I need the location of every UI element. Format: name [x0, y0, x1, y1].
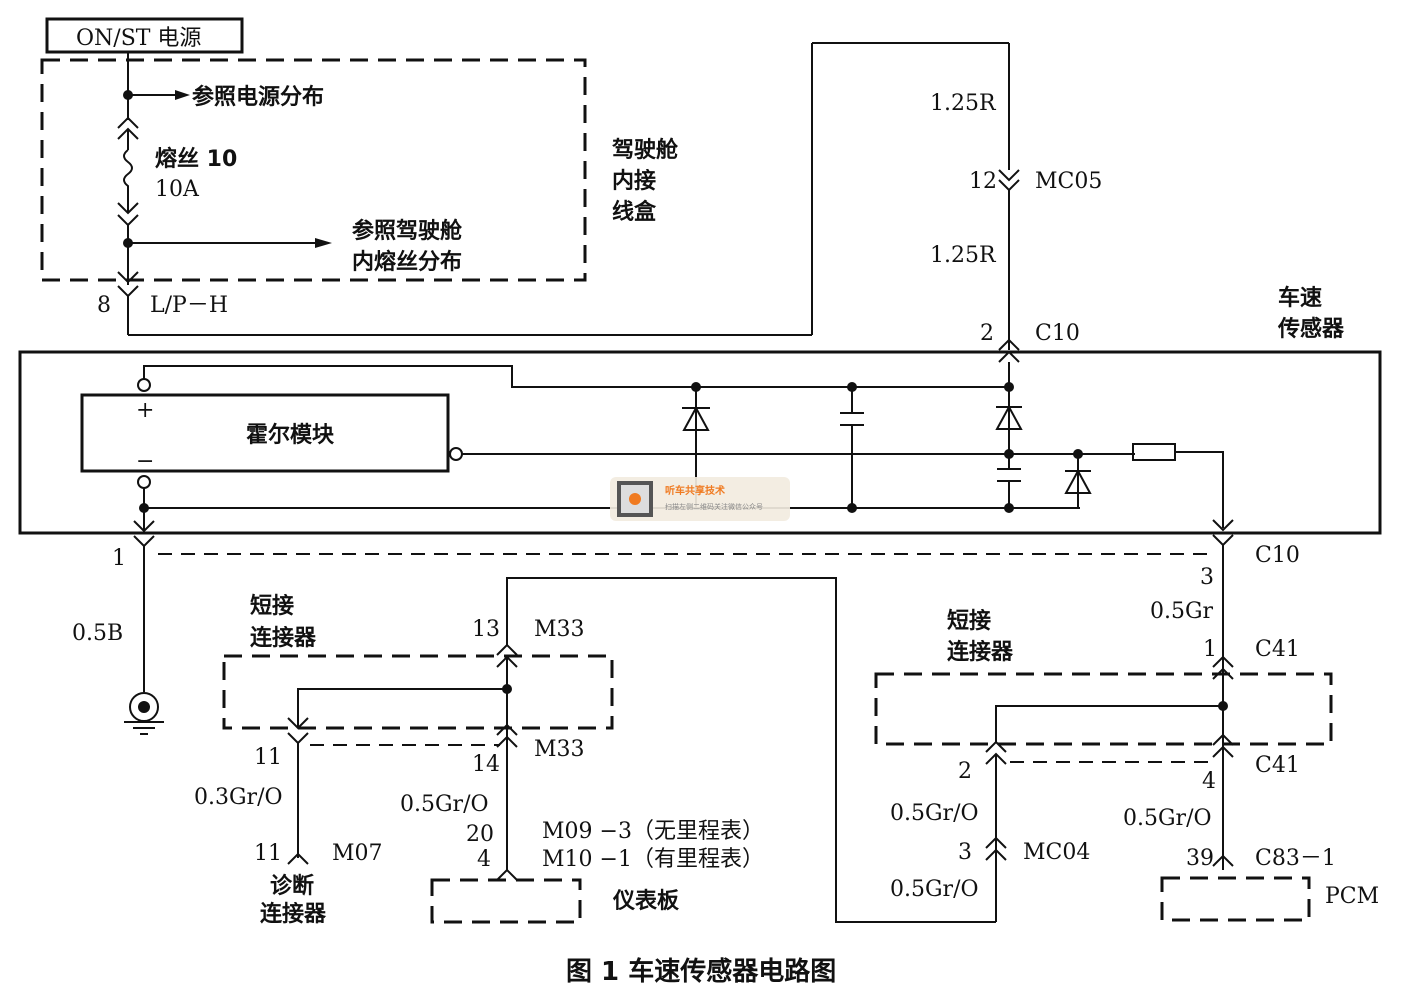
junction-box-label-3: 线盒 [612, 199, 657, 225]
capacitor-icon [840, 412, 864, 426]
ground-icon [124, 692, 164, 735]
diode-icon [995, 404, 1023, 430]
output-terminal [449, 447, 463, 461]
diode-icon [682, 405, 710, 431]
cluster-connector-b: M10 −1（有里程表） [542, 847, 764, 872]
arrow-icon [175, 90, 190, 100]
pcm-label: PCM [1325, 884, 1379, 909]
cluster-pin-a: 20 [466, 822, 494, 847]
power-source-label: ON/ST 电源 [76, 26, 201, 51]
c10-pin: 3 [1200, 565, 1214, 590]
left-branch-wire [287, 643, 518, 881]
ground-wire: 1 0.5B [72, 546, 1210, 735]
pcm-connector: C83－1 [1255, 846, 1336, 871]
plus-terminal [137, 378, 151, 392]
watermark-title: 听车共享技术 [665, 484, 725, 497]
short-connector-label-1: 短接 [947, 609, 991, 634]
wire-label: 0.3Gr/O [194, 785, 283, 810]
wire-label: 0.5Gr [1150, 599, 1214, 624]
c41-connector: C41 [1255, 637, 1300, 662]
c10-pin: 2 [980, 321, 994, 346]
wire-label: 0.5Gr/O [1123, 806, 1212, 831]
c41-pin: 1 [1203, 637, 1217, 662]
c41-connector: C41 [1255, 753, 1300, 778]
capacitor-icon [997, 468, 1021, 482]
short-connector-label-2: 连接器 [250, 625, 317, 651]
diag-connector-label-2: 连接器 [260, 901, 327, 927]
ground-wire-label: 0.5B [72, 621, 123, 646]
diag-connector: M07 [332, 841, 383, 866]
minus-terminal [137, 475, 151, 489]
junction-box-label-1: 驾驶舱 [612, 137, 679, 163]
resistor-icon [1132, 443, 1176, 461]
diag-connector-label-1: 诊断 [270, 873, 314, 899]
wire-label: 1.25R [930, 91, 997, 116]
fuse-icon [123, 149, 133, 194]
c41-pin: 4 [1202, 769, 1216, 794]
lph-pin: 8 [97, 293, 111, 318]
c10-connector: C10 [1035, 321, 1080, 346]
c41-branch-pin: 2 [958, 759, 972, 784]
m33-connector: M33 [534, 617, 585, 642]
diag-pin-top: 11 [254, 745, 282, 770]
lph-connector: L/P－H [150, 293, 228, 318]
wire-label: 1.25R [930, 243, 997, 268]
speed-sensor-box [18, 350, 1382, 535]
mc05-connector: MC05 [1035, 169, 1102, 194]
ref-power-distribution: 参照电源分布 [192, 84, 324, 110]
signal-short-connector-box [874, 672, 1333, 746]
feed-wire [117, 42, 1020, 363]
wire-label: 0.5Gr/O [890, 801, 979, 826]
power-source-box: ON/ST 电源 [45, 17, 244, 54]
left-short-connector-box [222, 654, 614, 730]
instrument-cluster-label: 仪表板 [612, 889, 680, 914]
figure-caption: 图 1 车速传感器电路图 [566, 956, 836, 987]
plus-terminal-label: + [136, 398, 154, 423]
cabin-junction-box [40, 58, 587, 282]
instrument-cluster-box [430, 878, 582, 924]
m33-pin: 14 [472, 752, 500, 777]
pcm-box [1160, 876, 1311, 922]
mc05-pin: 12 [969, 169, 997, 194]
wire-label: 0.5Gr/O [890, 877, 979, 902]
mc04-pin: 3 [958, 840, 972, 865]
fuse-name: 熔丝 10 [155, 146, 237, 172]
arrow-icon [315, 238, 332, 248]
wire-label: 0.5Gr/O [400, 792, 489, 817]
short-connector-label-2: 连接器 [947, 639, 1014, 665]
signal-wire [506, 545, 1234, 923]
ground-pin: 1 [112, 546, 126, 571]
sensor-label-1: 车速 [1278, 285, 1322, 311]
ref-cabin-fuse-line1: 参照驾驶舱 [352, 218, 463, 244]
sensor-label-2: 传感器 [1277, 316, 1345, 342]
cluster-connector-a: M09 −3（无里程表） [542, 819, 764, 844]
hall-module: 霍尔模块 + − [80, 378, 463, 489]
m33-connector: M33 [534, 737, 585, 762]
watermark-badge: 听车共享技术 扫描左侧二维码关注微信公众号 [610, 477, 790, 521]
watermark-subtitle: 扫描左侧二维码关注微信公众号 [665, 502, 763, 511]
junction-box-label-2: 内接 [612, 169, 656, 194]
minus-terminal-label: − [136, 449, 154, 474]
mc04-connector: MC04 [1023, 840, 1090, 865]
diode-icon [1064, 468, 1092, 494]
ref-cabin-fuse-line2: 内熔丝分布 [352, 249, 462, 275]
diag-pin: 11 [254, 841, 282, 866]
m33-pin: 13 [472, 617, 500, 642]
hall-module-label: 霍尔模块 [246, 422, 335, 448]
short-connector-label-1: 短接 [250, 594, 294, 619]
fuse-rating: 10A [155, 177, 200, 202]
cluster-pin-b: 4 [477, 847, 491, 872]
pcm-pin: 39 [1186, 846, 1214, 871]
c10-connector: C10 [1255, 543, 1300, 568]
